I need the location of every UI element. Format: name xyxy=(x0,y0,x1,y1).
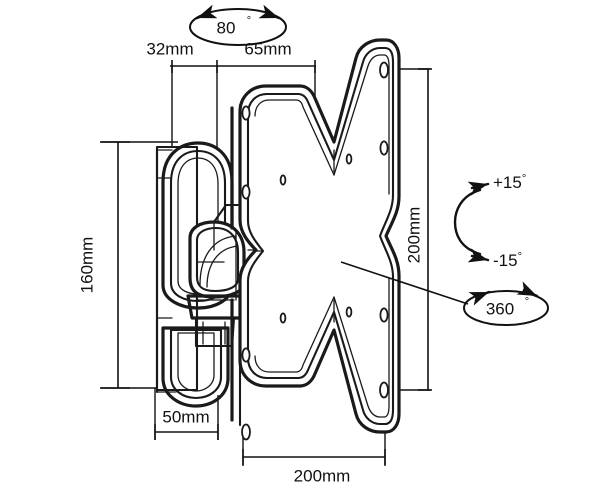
wall-plate-lower-loop-outer xyxy=(161,326,230,408)
tilt-up-arrow xyxy=(467,181,490,196)
width-dimension-group: 50mm xyxy=(154,388,219,440)
dim-label-32mm: 32mm xyxy=(146,39,193,58)
rotation-leader-line xyxy=(340,261,469,305)
vesa-hole-right-upper xyxy=(379,140,389,156)
vesa-inner-hole-top-right xyxy=(345,153,353,165)
vesa-plate-outline xyxy=(238,38,401,434)
tilt-arc xyxy=(453,188,482,256)
tilt-down-arrow xyxy=(467,248,490,263)
vesa-hole-top-left xyxy=(241,105,251,121)
dim-label-200mm-horizontal: 200mm xyxy=(294,466,351,485)
dim-label-200mm-vertical: 200mm xyxy=(404,207,423,264)
vesa-vertical-dimension-group: 200mm xyxy=(383,68,432,391)
vesa-inner-hole-bottom-right xyxy=(345,306,353,318)
vesa-hole-top-right xyxy=(379,61,389,79)
vesa-plate-upper-right-bead xyxy=(333,54,390,195)
rotation-degree-symbol: ° xyxy=(525,296,529,308)
vesa-star-plate xyxy=(238,38,401,441)
rotation-arrow-right xyxy=(516,281,539,298)
tilt-down-label: -15° xyxy=(493,251,522,271)
swivel-degree-symbol: ° xyxy=(247,15,251,27)
vesa-inner-hole-bottom-left xyxy=(279,312,287,324)
pivot-facet-curve-1 xyxy=(199,235,237,286)
rotation-arrow-left xyxy=(468,290,491,306)
tilt-annotation-group: +15° -15° xyxy=(453,173,526,271)
vesa-plate-upper-left-bead xyxy=(254,99,335,176)
pivot-facet-curve-2 xyxy=(206,245,239,288)
vesa-hole-left-lower xyxy=(241,347,251,363)
rotation-annotation-360deg: 360 ° xyxy=(340,261,549,326)
pivot-housing-inner xyxy=(195,226,240,293)
dim-label-65mm: 65mm xyxy=(244,39,291,58)
swivel-annotation-80deg: 80 ° xyxy=(189,4,287,46)
swivel-pivot-joint xyxy=(186,203,246,348)
left-dimension-group: 160mm xyxy=(77,141,185,389)
vesa-hole-left-upper xyxy=(241,184,251,200)
swivel-ellipse xyxy=(189,8,287,46)
swivel-value-label: 80 xyxy=(217,18,236,37)
vesa-hole-bottom-right xyxy=(379,381,389,399)
vesa-hole-right-lower xyxy=(379,307,389,323)
vesa-plate-lower-right-bead xyxy=(333,277,390,418)
wall-plate-lower-slot xyxy=(177,332,215,392)
rotation-ellipse xyxy=(463,290,549,326)
tilt-up-label: +15° xyxy=(493,173,526,193)
wall-plate-lower-loop-inner xyxy=(169,328,223,400)
swivel-arrow-right xyxy=(258,4,281,20)
swivel-arrow-left xyxy=(195,4,218,20)
dim-label-50mm: 50mm xyxy=(162,407,209,426)
pivot-upper-stub xyxy=(212,203,240,224)
vesa-hole-bottom-left xyxy=(241,423,251,441)
vesa-inner-hole-top-left xyxy=(279,174,287,186)
wall-mounting-plate xyxy=(155,141,234,408)
rotation-value-label: 360 xyxy=(486,299,514,318)
vesa-plate-lower-left-bead xyxy=(254,296,335,373)
dim-label-160mm: 160mm xyxy=(77,237,96,294)
